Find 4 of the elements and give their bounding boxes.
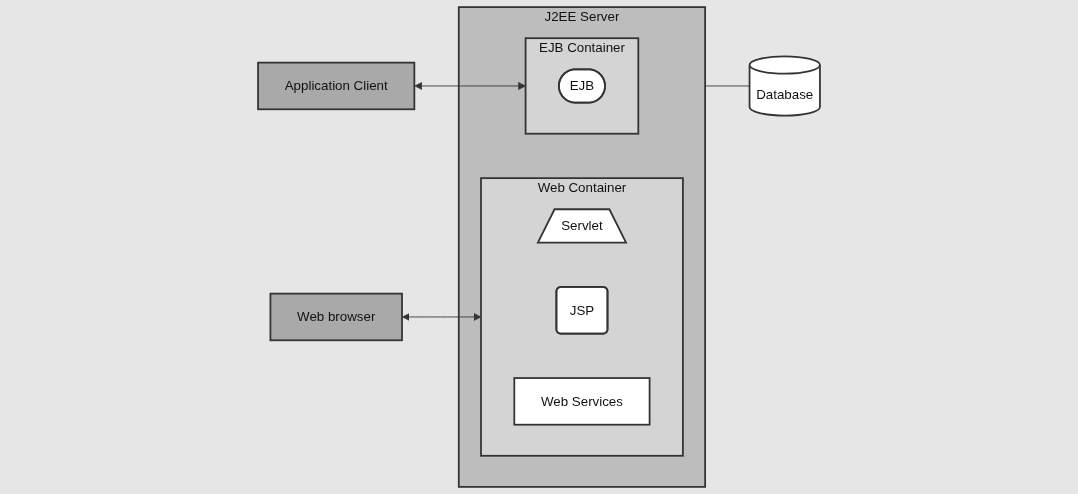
node-box: Web Services: [513, 377, 651, 426]
node-box: Application Client: [257, 61, 416, 111]
node-box: Web browser: [269, 292, 403, 342]
connector: [704, 85, 750, 87]
